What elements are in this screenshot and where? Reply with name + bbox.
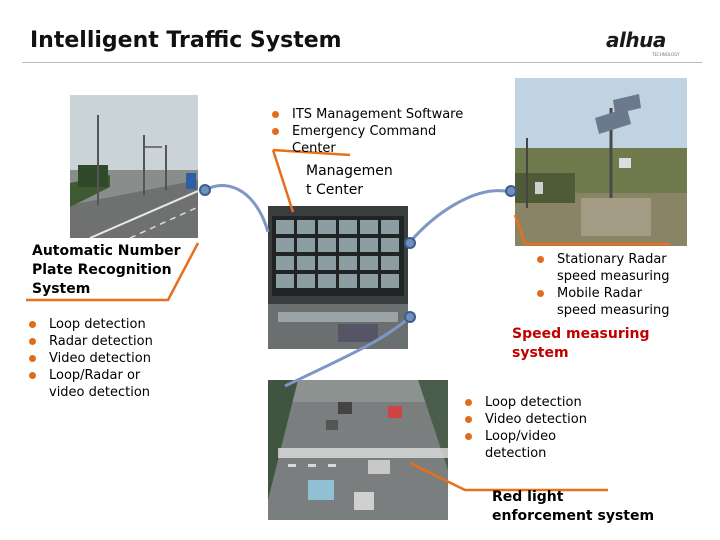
list-item: speed measuring bbox=[557, 303, 670, 318]
header-divider bbox=[22, 62, 702, 63]
anpr-label: Automatic Number Plate Recognition Syste… bbox=[32, 243, 181, 297]
red-light-label: Red light enforcement system bbox=[492, 489, 655, 524]
list-item: Loop detection bbox=[463, 394, 587, 411]
node-speed bbox=[505, 185, 517, 197]
logo-text: alhua bbox=[606, 28, 666, 52]
bullet-dot bbox=[465, 399, 472, 406]
node-center-top bbox=[404, 237, 416, 249]
bullet-dot bbox=[537, 290, 544, 297]
intersection-photo bbox=[268, 380, 448, 520]
bullet-dot bbox=[272, 128, 279, 135]
page-title: Intelligent Traffic System bbox=[30, 28, 342, 53]
list-item: speed measuring bbox=[557, 269, 670, 284]
connector-speed bbox=[408, 189, 511, 243]
list-item: Loop/video bbox=[463, 428, 587, 445]
list-item: Loop/Radar or bbox=[27, 367, 153, 384]
bullet-dot bbox=[29, 321, 36, 328]
list-item: video detection bbox=[49, 385, 151, 400]
dahua-logo: alhua TECHNOLOGY bbox=[606, 28, 680, 57]
red-light-bullets: Loop detection Video detection Loop/vide… bbox=[463, 394, 587, 462]
list-item: Radar detection bbox=[27, 333, 153, 350]
monitoring-wall-photo bbox=[268, 206, 408, 349]
node-center-bottom bbox=[404, 311, 416, 323]
anpr-bullets: Loop detection Radar detection Video det… bbox=[27, 316, 153, 401]
list-item: Center bbox=[292, 141, 336, 156]
list-item: ITS Management Software bbox=[270, 106, 463, 123]
bullet-dot bbox=[29, 372, 36, 379]
list-item: Stationary Radar bbox=[535, 251, 670, 268]
speed-pole-photo bbox=[515, 78, 687, 246]
bullet-dot bbox=[29, 338, 36, 345]
list-item: Emergency Command bbox=[270, 123, 463, 140]
accent-management-tick bbox=[271, 149, 295, 213]
management-bullets: ITS Management Software Emergency Comman… bbox=[270, 106, 463, 157]
node-anpr bbox=[199, 184, 211, 196]
list-item: Video detection bbox=[27, 350, 153, 367]
connector-anpr bbox=[204, 184, 270, 233]
speed-bullets: Stationary Radar speed measuring Mobile … bbox=[535, 251, 670, 319]
bullet-dot bbox=[272, 111, 279, 118]
bullet-dot bbox=[537, 256, 544, 263]
bullet-dot bbox=[465, 433, 472, 440]
list-item: detection bbox=[485, 446, 547, 461]
management-center-label: Managemen t Center bbox=[306, 163, 393, 198]
list-item: Loop detection bbox=[27, 316, 153, 333]
speed-measuring-label: Speed measuring system bbox=[512, 326, 650, 361]
list-item: Mobile Radar bbox=[535, 285, 670, 302]
list-item: Video detection bbox=[463, 411, 587, 428]
bullet-dot bbox=[29, 355, 36, 362]
bullet-dot bbox=[465, 416, 472, 423]
highway-photo bbox=[70, 95, 198, 238]
logo-tagline: TECHNOLOGY bbox=[652, 52, 680, 57]
